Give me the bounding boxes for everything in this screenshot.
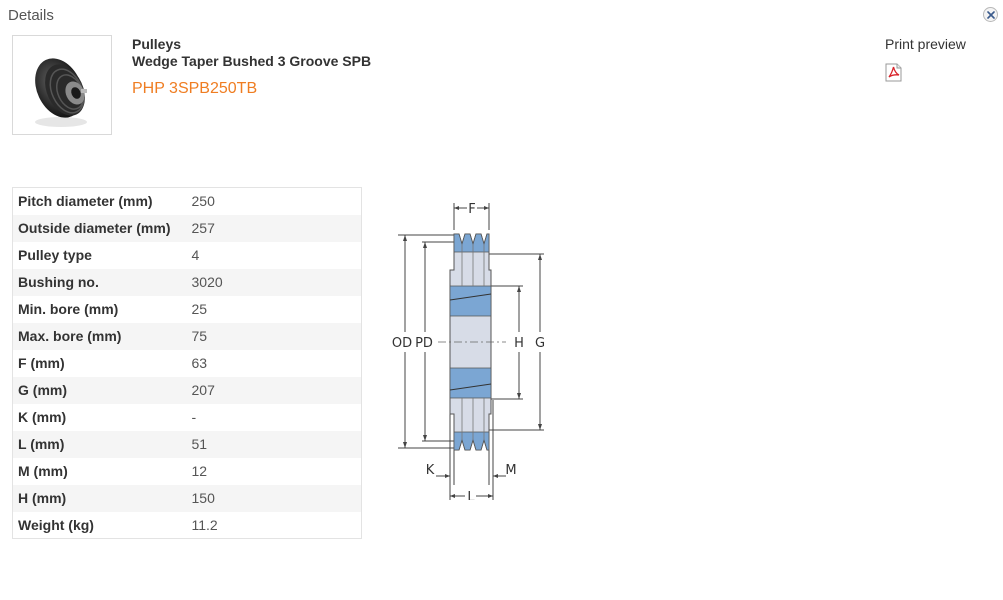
- pdf-icon[interactable]: [885, 63, 902, 82]
- spec-label: Weight (kg): [18, 516, 94, 533]
- product-category: Pulleys: [132, 36, 182, 52]
- spec-value: -: [191, 409, 197, 425]
- spec-value: 3020: [186, 268, 362, 296]
- spec-label: G (mm): [12, 376, 187, 404]
- dim-label-m: M: [505, 463, 516, 478]
- spec-value: 63: [191, 355, 208, 371]
- spec-label: Bushing no.: [12, 268, 187, 296]
- product-image: [12, 35, 112, 135]
- spec-row: Pitch diameter (mm) 250: [13, 188, 362, 215]
- spec-label: M (mm): [18, 463, 68, 479]
- spec-value: 12: [191, 463, 208, 479]
- spec-row: L (mm)51: [12, 430, 362, 458]
- dim-label-k: K: [426, 463, 435, 478]
- spec-label: Max. bore (mm): [12, 322, 187, 350]
- close-button[interactable]: [983, 7, 998, 22]
- print-preview-link[interactable]: Print preview: [885, 36, 966, 52]
- close-icon: [987, 11, 995, 19]
- spec-label: H (mm): [12, 484, 187, 512]
- spec-label: Min. bore (mm): [18, 301, 119, 317]
- spec-value: 75: [186, 322, 362, 350]
- spec-value: 257: [186, 214, 362, 242]
- spec-row: Min. bore (mm) 25: [13, 296, 362, 323]
- spec-row: F (mm) 63: [13, 350, 362, 377]
- spec-value: 25: [191, 301, 208, 317]
- dim-label-h: H: [514, 336, 524, 351]
- spec-row: Outside diameter (mm)257: [12, 214, 362, 242]
- panel-title: Details: [8, 7, 54, 24]
- spec-row: G (mm)207: [12, 376, 362, 404]
- spec-row: H (mm)150: [12, 484, 362, 512]
- spec-value: 11.2: [191, 516, 218, 533]
- pulley-technical-drawing: F OD PD H G K M L: [392, 202, 545, 500]
- spec-value: 51: [186, 430, 362, 458]
- spec-label: Pulley type: [18, 247, 92, 263]
- spec-value: 150: [186, 484, 362, 512]
- spec-label: Outside diameter (mm): [12, 214, 187, 242]
- product-code: PHP 3SPB250TB: [132, 80, 258, 97]
- dim-label-l: L: [467, 490, 475, 500]
- dim-label-pd: PD: [415, 336, 433, 351]
- spec-row: K (mm) -: [13, 404, 362, 431]
- spec-value: 250: [191, 193, 215, 210]
- spec-value: 4: [191, 247, 200, 263]
- spec-label: F (mm): [18, 355, 65, 371]
- spec-row: Bushing no.3020: [12, 268, 362, 296]
- dim-label-od: OD: [392, 336, 412, 351]
- spec-row: Max. bore (mm)75: [12, 322, 362, 350]
- spec-row: M (mm) 12: [13, 458, 362, 485]
- spec-row: Pulley type 4: [13, 242, 362, 269]
- dim-label-f: F: [468, 202, 475, 217]
- spec-value: 207: [186, 376, 362, 404]
- spec-label: L (mm): [12, 430, 187, 458]
- pulley-image-icon: [35, 58, 87, 127]
- spec-row: Weight (kg) 11.2: [13, 512, 362, 539]
- spec-label: K (mm): [18, 409, 67, 425]
- spec-label: Pitch diameter (mm): [18, 193, 153, 210]
- dim-label-g: G: [535, 336, 545, 351]
- product-name: Wedge Taper Bushed 3 Groove SPB: [132, 53, 372, 69]
